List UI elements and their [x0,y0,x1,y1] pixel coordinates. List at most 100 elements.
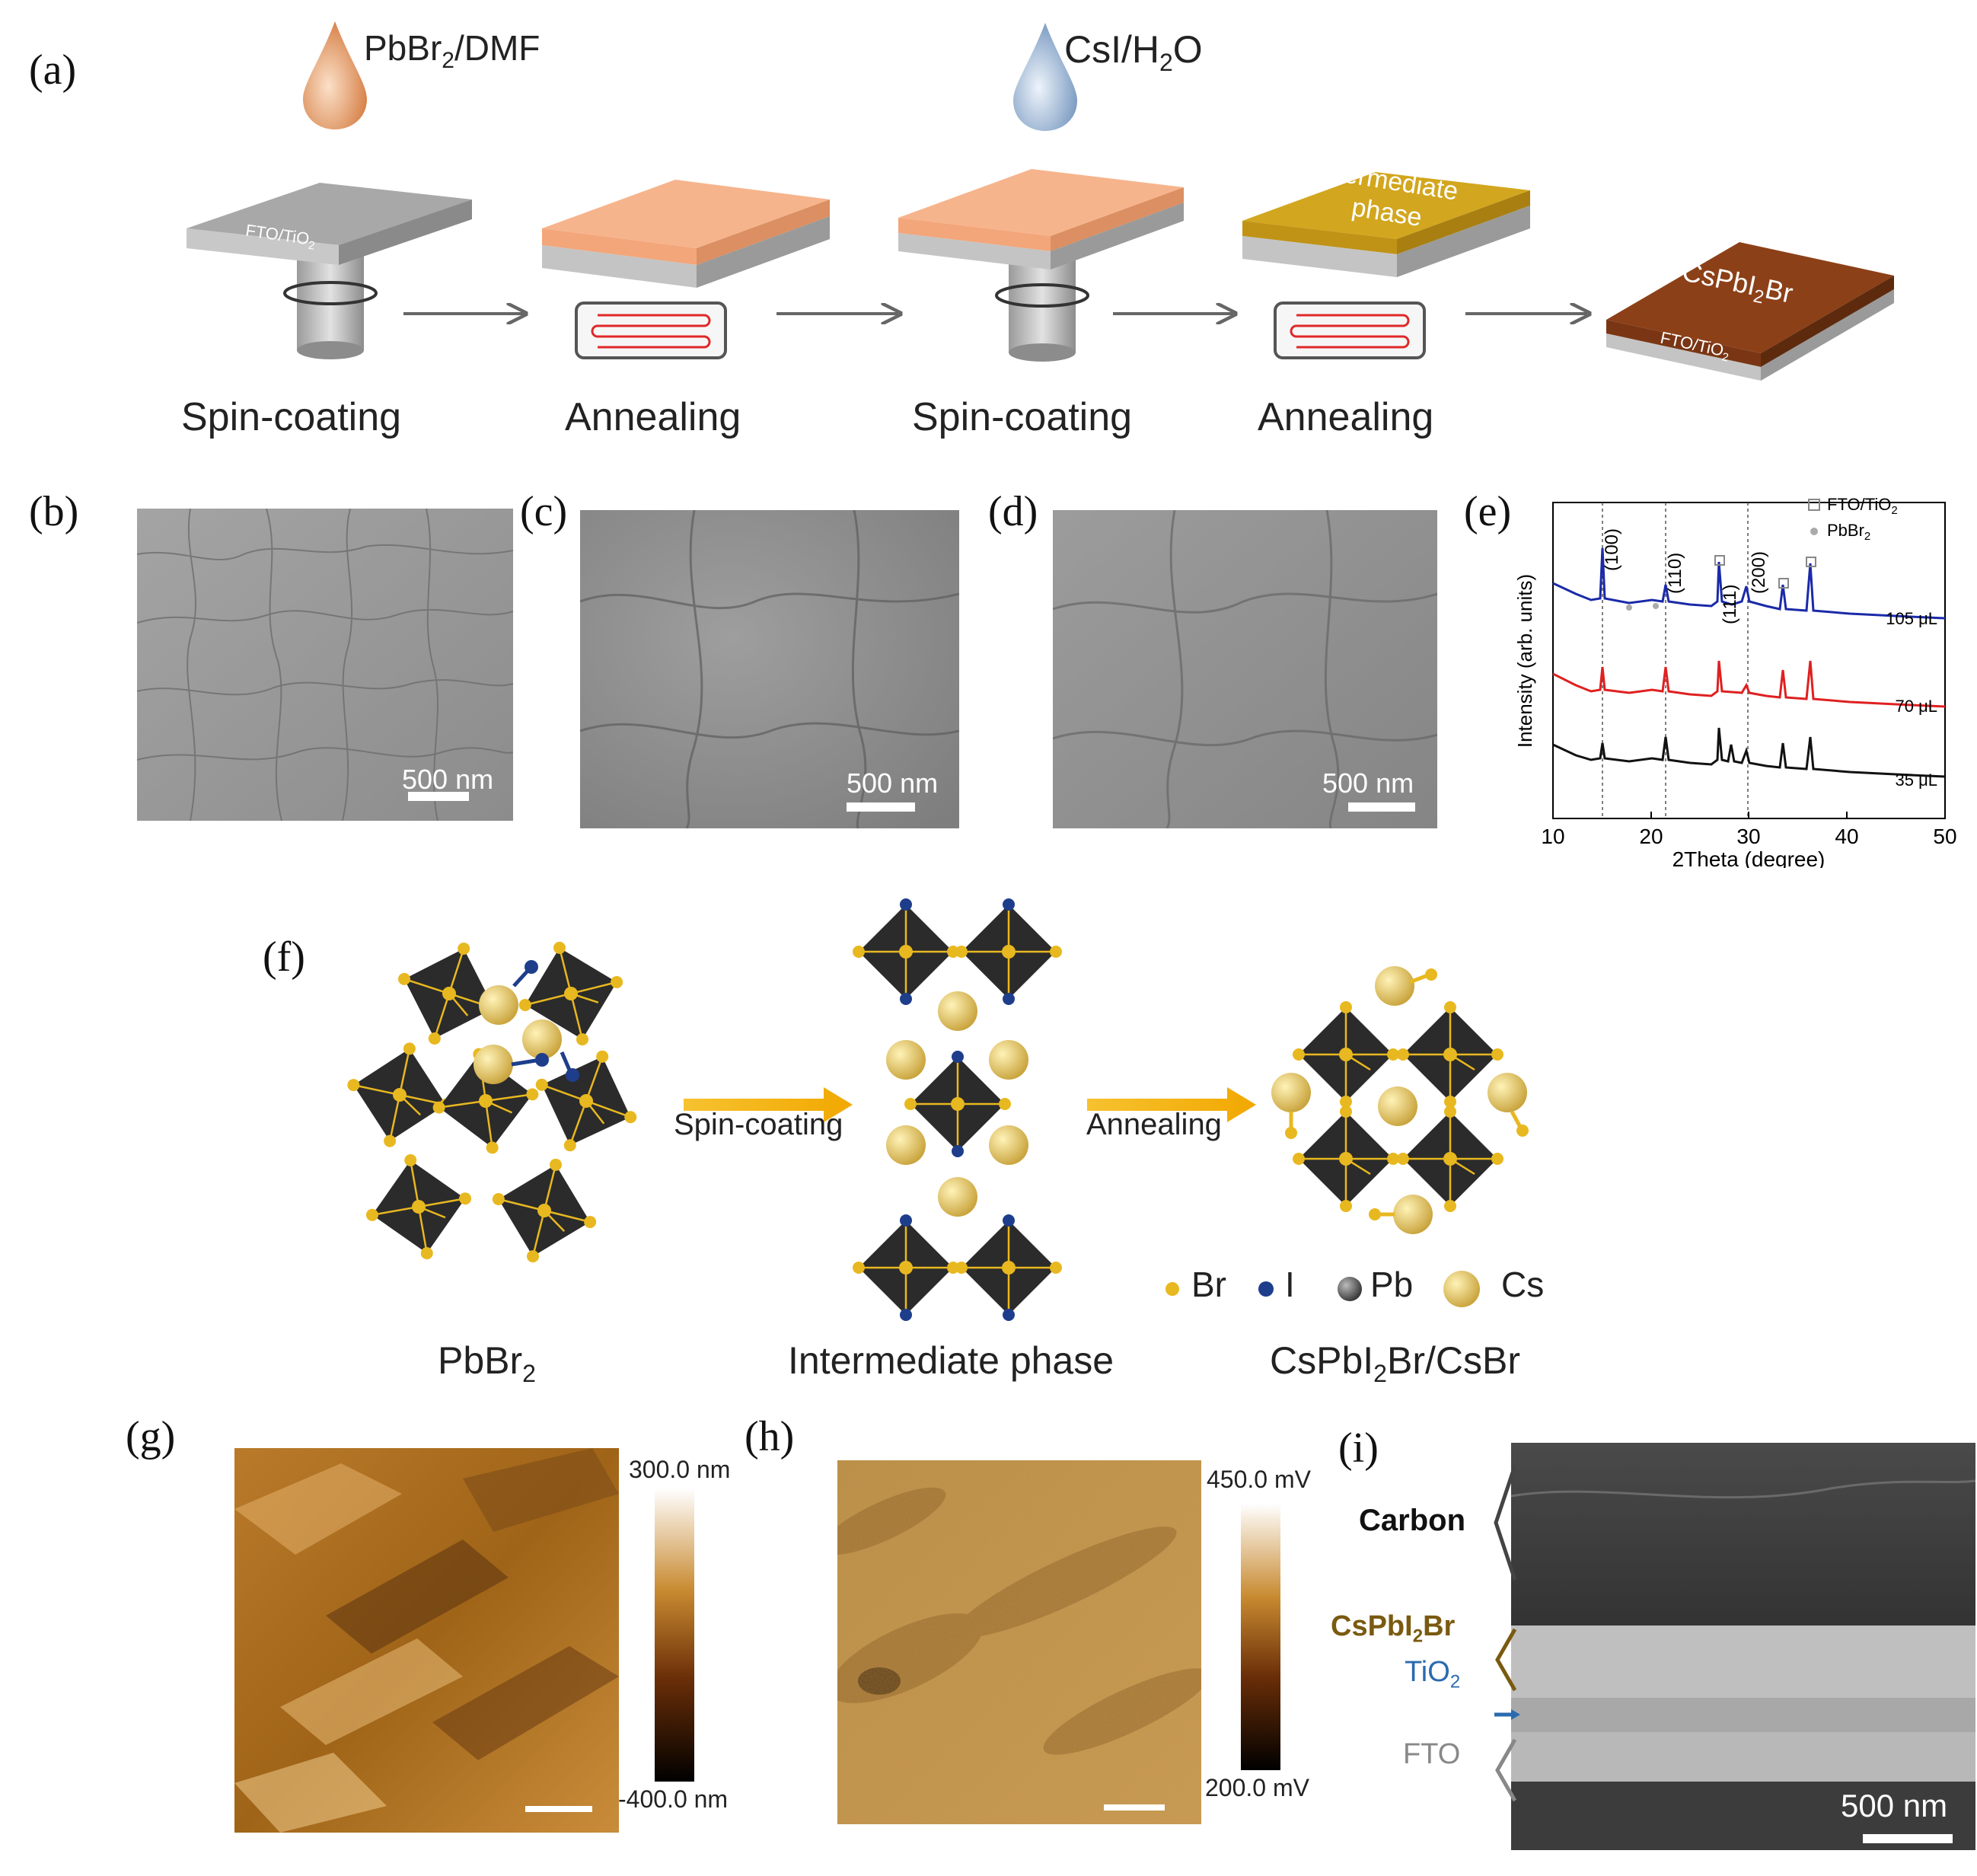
drop1-label: PbBr2/DMF [364,28,540,74]
xrd-pbbr2-markers [1626,603,1659,611]
xrd-legend-fto: FTO/TiO2 [1827,495,1898,517]
layer-label-tio2: TiO2 [1405,1656,1461,1693]
cspbi2br-film [1606,242,1894,381]
xrd-series-label-70: 70 μL [1896,697,1938,716]
annealed-pbbr2-film [542,180,830,288]
xrd-peak-100: (100) [1602,528,1622,571]
layer-label-fto: FTO [1403,1738,1461,1770]
legend-br-dot [1165,1282,1179,1296]
xrd-series-35 [1552,727,1946,778]
intermediate-octahedra [851,897,1063,1322]
sem-b-scale-label: 500 nm [402,764,494,795]
xrd-xtick-20: 20 [1639,825,1663,848]
f-legend-pb: Pb [1370,1265,1414,1304]
panel-label-h: (h) [745,1413,795,1460]
kpfm-colorbar-bottom: 200.0 mV [1205,1774,1309,1801]
xrd-series-label-35: 35 μL [1896,770,1938,790]
xrd-legend-pbbr2: PbBr2 [1827,521,1870,543]
panel-a-schematic: Intermediate phase [187,21,1894,381]
panel-label-e: (e) [1464,488,1512,535]
annealing-arrow [1087,1087,1256,1122]
sem-image-d [1053,510,1437,828]
xrd-ylabel: Intensity (arb. units) [1515,574,1536,748]
afm-scale-label: 400.0 nm [512,1856,582,1875]
panel-f-crystal-schematic [335,897,1529,1322]
cross-section-scale-label: 500 nm [1841,1788,1948,1823]
xrd-x-ticks [1552,812,1946,818]
xrd-plot: 10 20 30 40 50 2Theta (degree) Intensity… [1515,495,1957,868]
xrd-series-105 [1552,547,1946,620]
spin-coater-2 [898,169,1184,362]
panel-label-d: (d) [988,488,1038,535]
kpfm-potential-map [837,1460,1201,1824]
xrd-legend-square [1808,499,1820,511]
legend-i-dot [1258,1281,1274,1297]
xrd-peak-200: (200) [1749,551,1769,594]
xrd-series-70 [1552,660,1946,708]
layer-label-cspbi2br: CsPbI2Br [1331,1610,1456,1647]
legend-cs-dot [1443,1271,1480,1307]
kpfm-colorbar [1241,1504,1280,1770]
hot-plate-2 [1274,302,1426,359]
xrd-peak-110: (110) [1665,553,1685,594]
cspbi2br-lattice [1271,966,1529,1234]
panel-label-f: (f) [263,933,305,981]
sem-d-scale-label: 500 nm [1322,767,1414,799]
intermediate-film [1242,172,1530,277]
f-legend-br: Br [1191,1265,1226,1304]
carbon-layer [1511,1443,1975,1626]
spin-coating-arrow [684,1087,853,1122]
kpfm-scale-label: 400.0 nm [1104,1842,1174,1862]
panel-label-a: (a) [29,46,77,94]
f-arrow-label-spin: Spin-coating [674,1108,843,1141]
step-label-spin-1: Spin-coating [181,395,402,439]
drop2-label: CsI/H2O [1064,28,1203,76]
afm-colorbar-bottom: -400.0 nm [618,1785,729,1813]
panel-label-i: (i) [1338,1425,1379,1472]
tio2-layer [1511,1698,1975,1732]
panel-label-g: (g) [126,1413,176,1460]
xrd-xtick-50: 50 [1933,825,1956,848]
xrd-xlabel: 2Theta (degree) [1672,847,1826,868]
csi-molecules [474,960,579,1084]
f-legend-i: I [1285,1265,1295,1304]
hot-plate-1 [575,302,727,359]
afm-height-map [234,1448,619,1833]
step-label-anneal-2: Annealing [1258,395,1434,439]
csi-droplet [1013,23,1077,131]
spin-coater-1 [187,183,472,359]
xrd-reference-lines [1602,502,1749,818]
kpfm-colorbar-top: 450.0 mV [1207,1466,1311,1493]
xrd-legend-dot [1810,528,1818,535]
f-caption-intermediate: Intermediate phase [788,1339,1114,1382]
f-arrow-label-anneal: Annealing [1086,1108,1222,1141]
xrd-series-label-105: 105 μL [1886,609,1937,628]
panel-label-c: (c) [520,488,568,535]
step-label-anneal-1: Annealing [565,395,741,439]
f-caption-pbbr2: PbBr2 [438,1339,536,1387]
legend-pb-dot [1338,1277,1362,1301]
fto-bracket [1495,1738,1517,1802]
xrd-xtick-10: 10 [1541,825,1564,848]
sem-c-scale-label: 500 nm [847,767,939,799]
pbbr2-octahedra [335,925,655,1277]
pbbr2-droplet [303,21,367,129]
afm-colorbar [655,1488,694,1782]
layer-label-carbon: Carbon [1359,1504,1465,1537]
perovskite-bracket [1495,1628,1517,1692]
sem-image-b [137,509,513,821]
panel-label-b: (b) [29,488,79,535]
fto-layer [1511,1732,1975,1782]
xrd-xtick-30: 30 [1736,825,1760,848]
xrd-fto-markers [1714,555,1816,589]
cross-section-sem [1494,1443,1975,1850]
f-caption-final: CsPbI2Br/CsBr [1270,1339,1520,1387]
xrd-peak-111: (111) [1720,585,1740,624]
afm-colorbar-top: 300.0 nm [629,1456,731,1483]
f-legend-cs: Cs [1501,1265,1545,1304]
carbon-bracket [1494,1465,1517,1581]
step-label-spin-2: Spin-coating [912,395,1133,439]
sem-image-c [580,510,959,828]
xrd-xtick-40: 40 [1835,825,1858,848]
perovskite-layer [1511,1626,1975,1698]
